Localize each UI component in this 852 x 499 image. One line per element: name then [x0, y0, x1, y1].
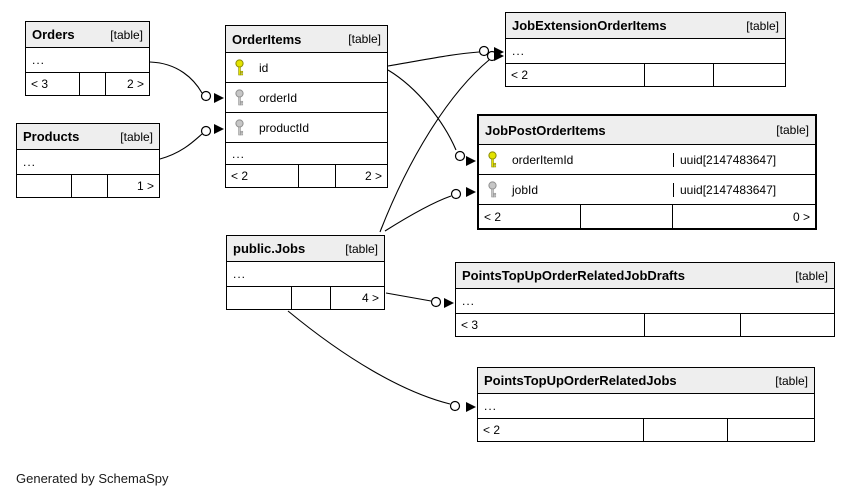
table-jobextensionorderitems-header: JobExtensionOrderItems [table] — [506, 13, 785, 39]
column-name: orderItemId — [512, 152, 574, 167]
table-pointstopuporderrelatedjobs-footer: < 2 — [478, 419, 814, 441]
table-pointstopuporderrelatedjobs-header: PointsTopUpOrderRelatedJobs [table] — [478, 368, 814, 394]
table-type-tag: [table] — [120, 129, 153, 144]
table-orderitems[interactable]: OrderItems [table] id orderId — [225, 25, 388, 188]
table-type-tag: [table] — [348, 32, 381, 46]
parents-count: < 2 — [484, 209, 502, 224]
table-name[interactable]: JobPostOrderItems — [485, 122, 606, 138]
table-jobextensionorderitems-footer: < 2 — [506, 64, 785, 86]
table-orderitems-header: OrderItems [table] — [226, 26, 387, 53]
fk-link-publicjobs-jobpostorderitems — [384, 187, 476, 232]
generated-by-note: Generated by SchemaSpy — [16, 471, 169, 486]
column-name: orderId — [259, 90, 298, 105]
fk-link-publicjobs-pointstopuporderrelatedjobdrafts — [385, 292, 454, 308]
table-orders[interactable]: Orders [table] ... < 3 2 > — [25, 21, 150, 96]
table-jobextensionorderitems[interactable]: JobExtensionOrderItems [table] ... < 2 — [505, 12, 786, 87]
column-name: jobId — [512, 182, 539, 197]
table-jobpostorderitems-header: JobPostOrderItems [table] — [479, 116, 815, 145]
table-name[interactable]: PointsTopUpOrderRelatedJobDrafts — [462, 268, 685, 283]
fk-link-orderitems-jobextensionorderitems — [387, 45, 504, 67]
table-name[interactable]: Orders — [32, 27, 75, 42]
hidden-columns-row: ... — [506, 39, 785, 64]
hidden-columns-row: ... — [227, 262, 384, 287]
hidden-columns-row: ... — [478, 394, 814, 419]
foreign-key-icon — [488, 181, 497, 198]
table-orders-header: Orders [table] — [26, 22, 149, 48]
column-name: productId — [259, 120, 310, 135]
parents-count: < 2 — [483, 423, 501, 437]
children-count: 4 > — [361, 291, 379, 305]
children-count — [741, 314, 834, 336]
children-count: 1 > — [136, 179, 154, 193]
table-pointstopuporderrelatedjobdrafts[interactable]: PointsTopUpOrderRelatedJobDrafts [table]… — [455, 262, 835, 337]
parents-count — [227, 287, 291, 309]
table-orderitems-footer: < 2 2 > — [226, 165, 387, 187]
table-jobpostorderitems[interactable]: JobPostOrderItems [table] orderItemId uu… — [477, 114, 817, 230]
parents-count: < 3 — [31, 77, 49, 91]
table-type-tag: [table] — [795, 268, 828, 283]
table-type-tag: [table] — [776, 123, 809, 137]
footer-mid-cell — [298, 165, 336, 187]
fk-link-orders-orderitems — [149, 61, 224, 103]
table-pointstopuporderrelatedjobs[interactable]: PointsTopUpOrderRelatedJobs [table] ... … — [477, 367, 815, 442]
footer-mid-cell — [79, 73, 106, 95]
footer-mid-cell — [580, 205, 673, 228]
primary-key-icon — [235, 59, 244, 76]
table-type-tag: [table] — [746, 18, 779, 33]
parents-count — [17, 175, 71, 197]
table-products[interactable]: Products [table] ... 1 > — [16, 123, 160, 198]
table-pointstopuporderrelatedjobdrafts-footer: < 3 — [456, 314, 834, 336]
primary-key-icon — [488, 151, 497, 168]
children-count — [714, 64, 785, 86]
footer-mid-cell — [643, 419, 728, 441]
footer-mid-cell — [291, 287, 331, 309]
table-name[interactable]: public.Jobs — [233, 241, 306, 256]
table-orders-footer: < 3 2 > — [26, 73, 149, 95]
table-pointstopuporderrelatedjobdrafts-header: PointsTopUpOrderRelatedJobDrafts [table] — [456, 263, 834, 289]
table-public-jobs[interactable]: public.Jobs [table] ... 4 > — [226, 235, 385, 310]
table-public-jobs-header: public.Jobs [table] — [227, 236, 384, 262]
table-jobpostorderitems-footer: < 2 0 > — [479, 205, 815, 228]
hidden-columns-row: ... — [456, 289, 834, 314]
column-name: id — [259, 60, 269, 75]
column-row-productid: productId — [226, 113, 387, 143]
table-name[interactable]: Products — [23, 129, 80, 144]
table-type-tag: [table] — [110, 27, 143, 42]
column-row-orderid: orderId — [226, 83, 387, 113]
table-name[interactable]: OrderItems — [232, 31, 302, 47]
column-row-orderitemid: orderItemId uuid[2147483647] — [479, 145, 815, 175]
fk-link-products-orderitems — [159, 124, 224, 160]
column-type: uuid[2147483647] — [673, 182, 815, 197]
column-row-jobid: jobId uuid[2147483647] — [479, 175, 815, 205]
footer-mid-cell — [71, 175, 108, 197]
hidden-columns-row: ... — [17, 150, 159, 175]
fk-link-orderitems-jobpostorderitems — [387, 69, 476, 166]
children-count: 2 > — [126, 77, 144, 91]
table-type-tag: [table] — [345, 241, 378, 256]
foreign-key-icon — [235, 119, 244, 136]
fk-link-publicjobs-pointstopuporderrelatedjobs — [287, 310, 476, 412]
children-count: 0 > — [792, 209, 810, 224]
table-name[interactable]: PointsTopUpOrderRelatedJobs — [484, 373, 677, 388]
table-products-footer: 1 > — [17, 175, 159, 197]
table-products-header: Products [table] — [17, 124, 159, 150]
children-count: 2 > — [364, 169, 382, 183]
parents-count: < 3 — [461, 318, 479, 332]
hidden-columns-row: ... — [226, 143, 387, 165]
footer-mid-cell — [644, 64, 714, 86]
parents-count: < 2 — [231, 169, 249, 183]
footer-mid-cell — [644, 314, 741, 336]
foreign-key-icon — [235, 89, 244, 106]
table-public-jobs-footer: 4 > — [227, 287, 384, 309]
table-name[interactable]: JobExtensionOrderItems — [512, 18, 667, 33]
hidden-columns-row: ... — [26, 48, 149, 73]
column-type: uuid[2147483647] — [673, 152, 815, 167]
parents-count: < 2 — [511, 68, 529, 82]
table-type-tag: [table] — [775, 373, 808, 388]
column-row-id: id — [226, 53, 387, 83]
children-count — [728, 419, 814, 441]
